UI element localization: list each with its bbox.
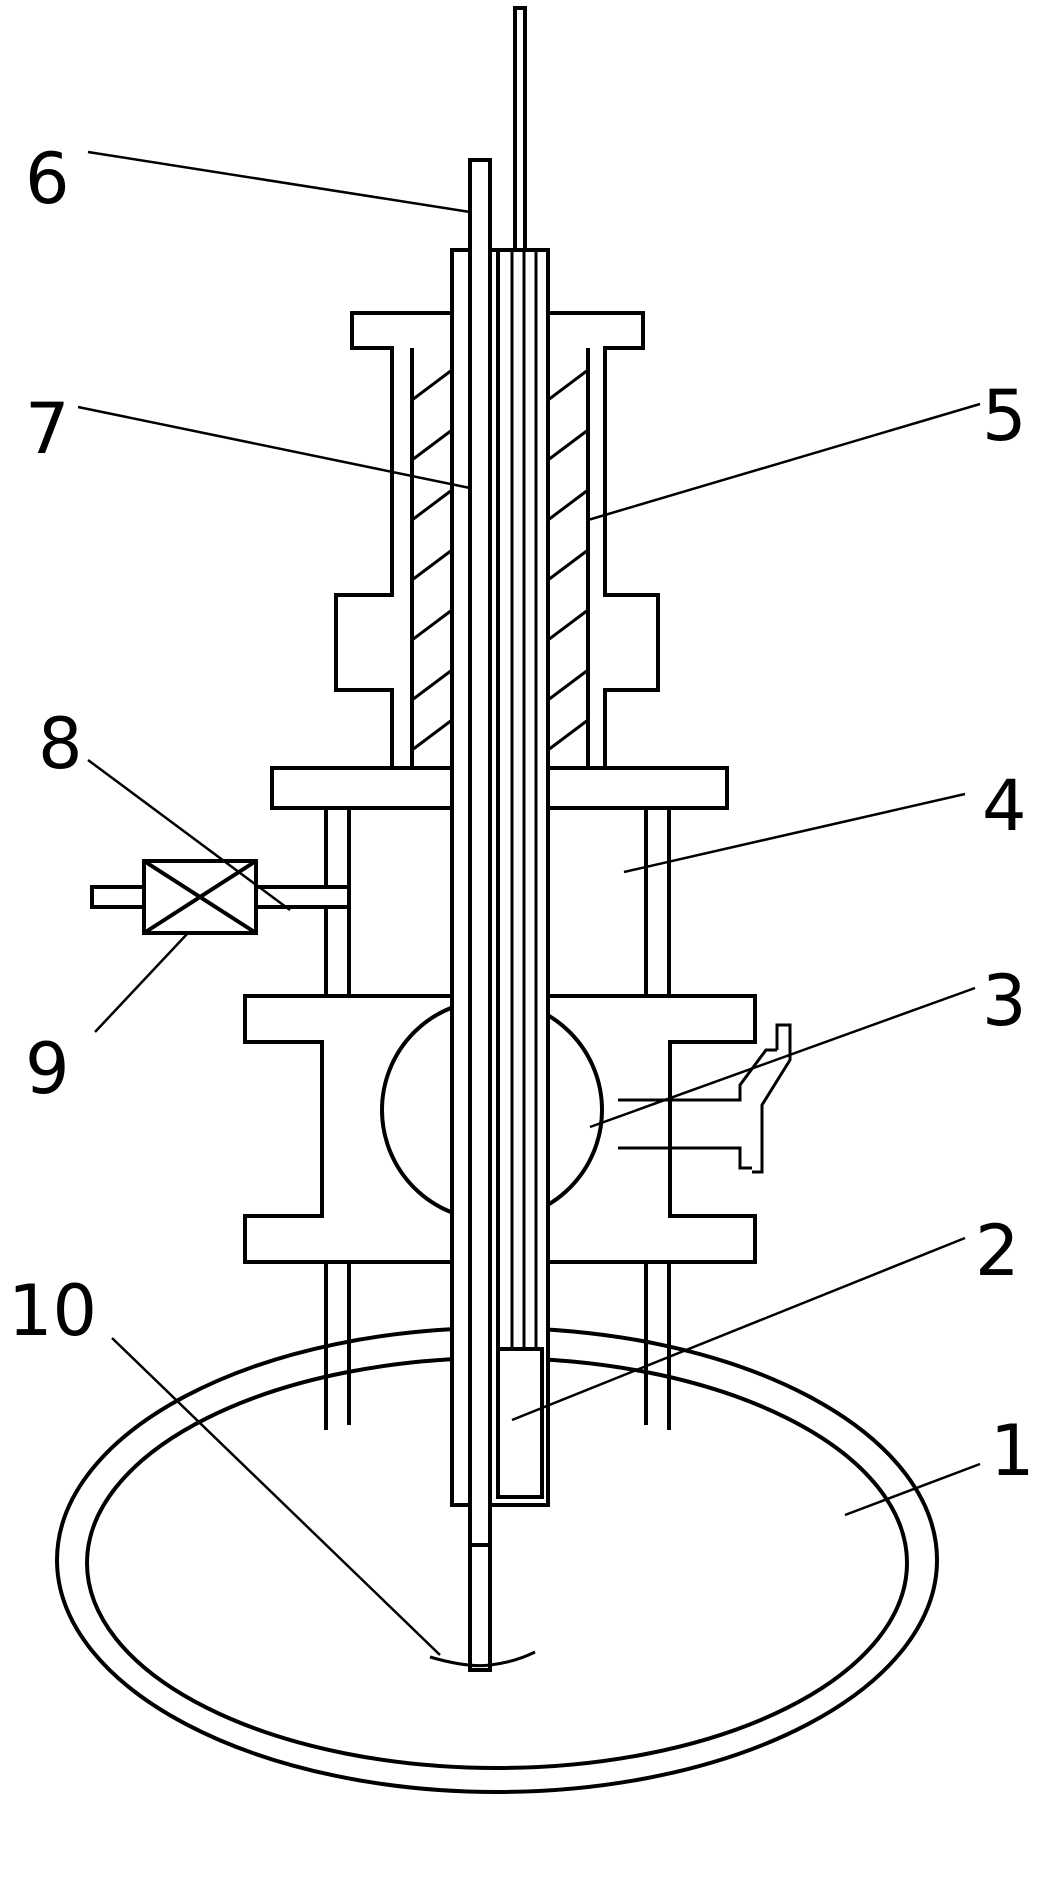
thread-hatching	[411, 368, 589, 752]
side-valve	[142, 859, 258, 935]
callout-numbers: 6 7 5 8 4 3 9 2 10 1	[8, 138, 1035, 1492]
callout-6: 6	[25, 138, 70, 220]
callout-5: 5	[982, 375, 1027, 457]
central-column	[450, 248, 550, 1507]
callout-8: 8	[38, 703, 83, 785]
callout-3: 3	[982, 960, 1027, 1042]
callout-7: 7	[25, 388, 70, 470]
callout-9: 9	[25, 1028, 70, 1110]
callout-10: 10	[8, 1270, 97, 1352]
callout-1: 1	[990, 1410, 1035, 1492]
lower-sleeve	[496, 1347, 544, 1499]
callout-2: 2	[975, 1210, 1020, 1292]
leader-lines	[77, 150, 981, 1656]
probe-rod	[468, 6, 527, 1672]
probe-tip	[429, 1650, 536, 1668]
callout-4: 4	[982, 765, 1027, 847]
